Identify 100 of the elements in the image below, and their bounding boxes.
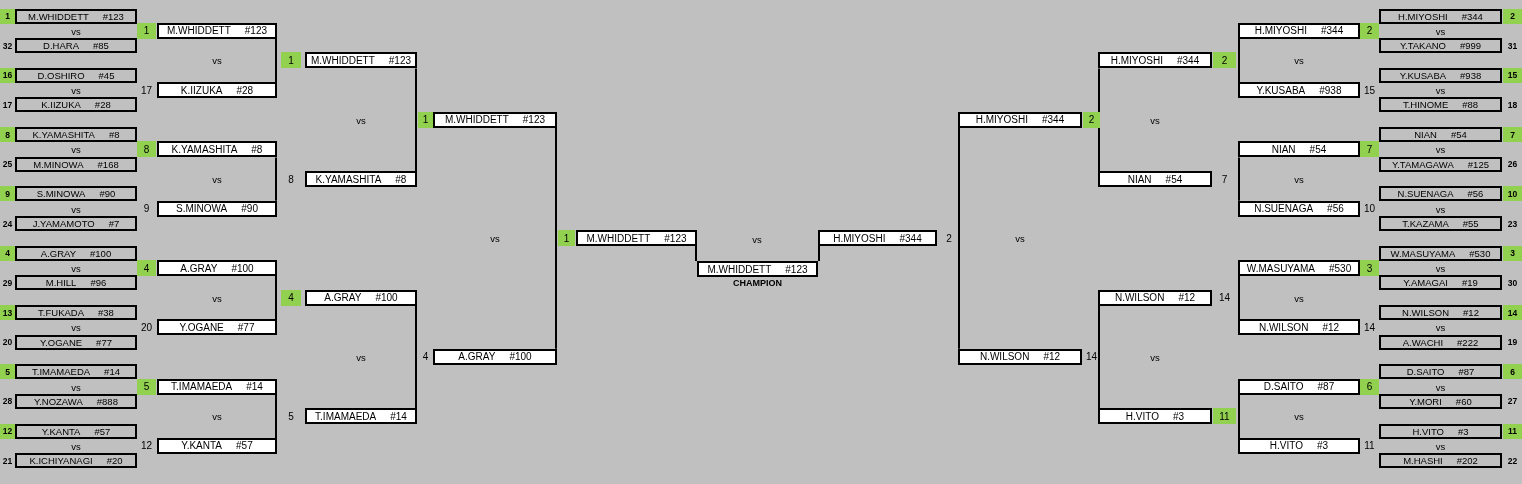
player-name: K.YAMASHITA	[315, 173, 382, 185]
seed-number: 2	[1083, 111, 1100, 128]
seed-number: 17	[1, 98, 14, 112]
player-number: #90	[99, 188, 116, 200]
seed-number: 2	[1360, 22, 1379, 39]
player-box	[958, 111, 1082, 128]
versus-label: vs	[71, 381, 81, 393]
player-box	[1238, 378, 1360, 395]
player-box	[15, 156, 137, 172]
player-box	[1098, 289, 1212, 306]
versus-label: vs	[1435, 262, 1446, 274]
player-name: T.IMAMAEDA	[171, 381, 233, 393]
player-number: #344	[899, 232, 922, 244]
player-box	[157, 319, 277, 336]
player-number: #3	[1173, 410, 1185, 422]
player-number: #88	[1462, 99, 1479, 111]
player-number: #7	[108, 218, 120, 230]
player-name: H.MIYOSHI	[975, 114, 1028, 126]
player-name: H.VITO	[1269, 440, 1303, 452]
player-number: #344	[1177, 54, 1200, 66]
seed-number: 8	[287, 172, 295, 187]
player-number: #530	[1328, 262, 1352, 274]
seed-number: 6	[1503, 364, 1522, 380]
player-name: M.WHIDDETT	[28, 10, 89, 22]
versus-label: vs	[1015, 232, 1025, 244]
player-name: M.WHIDDETT	[166, 25, 231, 37]
seed-number: 3	[1503, 245, 1522, 261]
seed-number: 16	[0, 67, 15, 83]
player-number: #123	[102, 10, 124, 22]
player-name: K.IIZUKA	[41, 99, 81, 111]
player-name: D.HARA	[43, 40, 79, 52]
seed-number: 2	[945, 231, 953, 246]
versus-label: vs	[212, 54, 222, 66]
player-name: Y.TAKANO	[1399, 40, 1446, 52]
seed-number: 18	[1506, 98, 1519, 112]
player-number: #344	[1321, 25, 1344, 37]
player-name: Y.KANTA	[181, 440, 223, 452]
versus-label: vs	[752, 233, 762, 245]
seed-number: 26	[1506, 158, 1519, 172]
player-box	[305, 408, 417, 425]
player-number: #938	[1319, 84, 1342, 96]
player-number: #56	[1467, 188, 1484, 200]
player-name: H.MIYOSHI	[1110, 54, 1163, 66]
player-number: #530	[1469, 247, 1491, 259]
player-box	[1379, 453, 1502, 469]
player-name: J.YAMAMOTO	[32, 218, 95, 230]
player-name: A.WACHI	[1402, 336, 1444, 348]
bracket-line	[1238, 393, 1240, 439]
seed-number: 6	[1360, 378, 1379, 395]
player-box	[958, 348, 1082, 365]
player-name: N.WILSON	[1402, 307, 1450, 318]
player-number: #60	[1455, 395, 1472, 407]
bracket-line	[1238, 37, 1240, 84]
player-box	[1379, 8, 1502, 24]
player-box	[1238, 82, 1360, 99]
seed-number: 15	[1362, 83, 1377, 98]
versus-label: vs	[356, 351, 366, 363]
bracket-line	[1098, 304, 1100, 410]
player-name: K.IIZUKA	[180, 84, 223, 96]
player-box	[1379, 216, 1502, 232]
seed-number: 4	[421, 350, 430, 365]
seed-number: 17	[139, 83, 154, 98]
versus-label: vs	[1150, 114, 1160, 126]
player-number: #8	[108, 129, 120, 141]
player-number: #123	[785, 263, 808, 275]
seed-number: 7	[1360, 141, 1379, 158]
player-name: T.IMAMAEDA	[32, 366, 91, 378]
player-number: #87	[1317, 381, 1335, 393]
versus-label: vs	[1294, 173, 1304, 185]
player-name: H.MIYOSHI	[1254, 25, 1307, 37]
player-name: Y.AMAGAI	[1403, 277, 1448, 289]
player-name: N.WILSON	[1114, 292, 1165, 304]
player-number: #28	[94, 99, 111, 111]
seed-number: 21	[1, 454, 14, 468]
player-box	[1379, 393, 1502, 409]
player-number: #19	[1461, 277, 1478, 289]
player-box	[157, 260, 277, 276]
seed-number: 5	[287, 409, 295, 424]
player-number: #100	[509, 351, 532, 363]
bracket-line	[275, 393, 277, 439]
seed-number: 1	[558, 230, 575, 246]
player-name: A.GRAY	[458, 351, 496, 363]
player-number: #123	[522, 114, 546, 126]
versus-label: vs	[1435, 84, 1446, 96]
seed-number: 12	[139, 439, 154, 454]
seed-number: 5	[137, 378, 156, 395]
champion-caption: CHAMPION	[733, 278, 782, 288]
seed-number: 12	[0, 423, 15, 439]
bracket-line	[275, 275, 277, 321]
player-box	[305, 52, 417, 69]
player-box	[157, 22, 277, 39]
seed-number: 9	[142, 202, 151, 217]
player-name: T.KAZAMA	[1402, 218, 1449, 230]
player-number: #77	[96, 336, 112, 348]
player-number: #3	[1457, 425, 1469, 437]
player-box	[15, 364, 137, 380]
player-number: #8	[251, 143, 263, 155]
player-box	[15, 334, 137, 350]
seed-number: 10	[1503, 186, 1522, 202]
player-number: #12	[1178, 292, 1196, 304]
